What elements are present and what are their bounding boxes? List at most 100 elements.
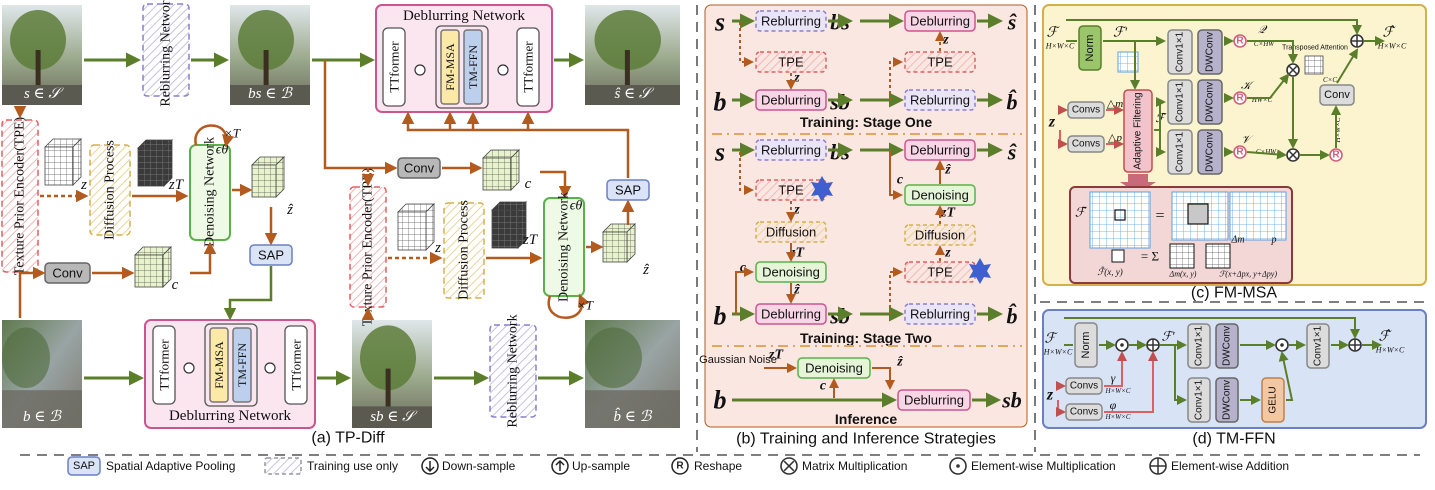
stage2-reblurring-1-label: Reblurring [761,143,821,158]
c-detail-dm: Δm [1230,235,1244,246]
tree-trunk-icon [624,50,630,90]
c-dwconv-2 [1197,79,1223,125]
up-sample-icon [264,362,276,374]
reblurring-network-bottom-label: Reblurring Network [506,314,521,427]
stage2-tpe-2-label: TPE [927,265,953,280]
legend-down-text: Down-sample [442,459,516,473]
stage1-reblurring-2 [904,89,976,111]
legend-training-swatch [264,457,302,475]
arrow-c-to-denoise-right [540,170,572,199]
c-detail-F-bar: ℱ̄ [1075,205,1088,220]
conv-right [397,157,441,179]
c-detail-window [1187,203,1209,225]
tpe-left-label: Texture Prior Encoder(TPE) [13,116,28,275]
stage2-deblurring-2 [755,303,827,325]
stage2-s: s [714,138,725,167]
c-reshape-2-label: R [1236,93,1244,104]
tpe-right-label: Texture Prior Encoder(TPE) [361,167,376,326]
c-line-9 [1154,97,1166,131]
d-line-12 [1064,317,1360,339]
stage2-z-2: z [944,246,951,261]
legend-sap-swatch [67,456,101,476]
tree-trunk-icon [35,50,41,90]
b-arrow-21 [739,152,754,195]
c-delta-m: △m [1107,98,1123,110]
stage2-diffusion-1-label: Diffusion [766,225,816,240]
c-detail-pixel [1114,209,1126,221]
tm-ffn-bottom [232,327,252,403]
conv-right-label: Conv [404,161,435,176]
feature-cube-zhat-2 [602,223,636,263]
c-line-6 [1058,130,1068,149]
ttformer-top-2 [516,27,540,107]
d-dwconv-1 [1215,323,1239,369]
stage1-bhat: b̂ [1007,89,1018,114]
inference-label: Inference [835,411,897,427]
c-dims-hwc2-1: HW×C [1251,96,1273,104]
arrow-sap-to-deblur-top [401,111,630,178]
tree-foliage-icon [594,10,661,70]
feature-cube-z-2 [397,203,435,251]
c-F-bar: ℱ̄ [1155,111,1167,125]
d-line-16 [1104,351,1158,413]
stage1-tpe-2-label: TPE [927,55,953,70]
label-zT-1: zT [168,177,185,193]
denoising-network-left [189,144,231,241]
stage1-z-1: z [793,71,800,86]
c-dims-hwc-2: H×W×C [1334,117,1342,143]
c-convs-1-label: Convs [1072,105,1100,116]
label-z-1: z [80,177,87,193]
sap-left-label: SAP [258,248,284,263]
loop-arrow-2 [547,293,590,319]
ttformer-bottom-2 [284,325,308,405]
fm-msa-bottom-label: FM-MSA [212,341,226,389]
c-detail-dm-label: Δm(x, y) [1169,270,1197,279]
d-convs-1-label: Convs [1070,381,1098,392]
c-detail-dm-grid [1169,243,1195,269]
tm-ffn-bottom-label: TM-FFN [235,343,249,387]
deblurring-network-top-title: Deblurring Network [403,8,526,24]
d-dims-1: H×W×C [1043,348,1073,357]
d-gelu [1261,377,1285,423]
tpe-left [1,119,39,273]
tree-trunk-icon [385,368,391,412]
caption-a: (a) TP-Diff [311,430,385,447]
legend-elem-mul-text: Element-wise Multiplication [971,459,1116,473]
ground [352,406,432,428]
c-line-14 [1247,40,1298,64]
c-z: z [1048,114,1056,131]
stage2-zhat-1: ẑ [793,283,800,298]
stage2-reblurring-2 [904,303,976,325]
d-dwconv-2 [1215,377,1239,423]
d-mul-2-dot [1280,343,1284,347]
stage1-deblurring-2 [755,89,827,111]
c-dims-cc: C×C [1323,76,1337,84]
stage1-reblurring-1 [755,10,827,32]
caption-c: (c) FM-MSA [1191,285,1278,302]
c-F-hat: ℱ̂ [1382,25,1396,41]
c-detail-small-box [1111,249,1125,263]
cube-side [72,138,82,186]
stage1-tpe-2 [904,51,976,73]
image-caption: bs ∈ ℬ [248,86,293,102]
d-phi: φ [1110,398,1117,412]
b-arrow-25 [735,267,754,314]
elementwise-multiplication-icon-dot [956,464,960,468]
d-convs-2-label: Convs [1070,407,1098,418]
inference-sb: sb [1001,388,1022,413]
tree-foliage-icon [238,10,294,70]
c-dwconv-2-label: DWConv [1205,82,1216,122]
ttformer-bottom-2-label: TTformer [289,339,304,391]
stage1-tpe-1-label: TPE [778,55,804,70]
reblurring-network-bottom [489,324,537,418]
label-c-1: c [172,277,179,293]
reblurring-network-top [142,3,190,97]
label-eps-2: ϵθ [570,199,583,214]
d-dims-gamma: H×W×C [1104,387,1130,395]
c-line-10 [1156,130,1166,157]
cube-front [251,164,277,198]
deblurring-network-bottom-title: Deblurring Network [169,408,292,424]
image-bhat [585,320,680,428]
d-convs-2 [1065,403,1103,421]
ttblock-top [435,25,489,109]
